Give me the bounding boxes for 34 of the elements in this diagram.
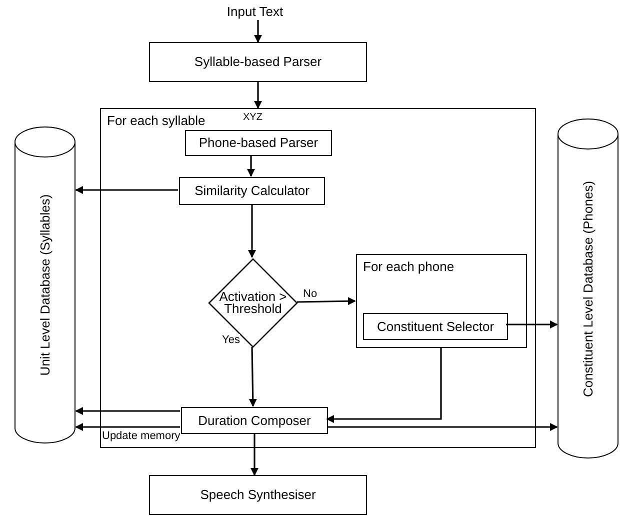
node-label: For each syllable (107, 113, 206, 128)
arrow (75, 423, 180, 431)
annotation-text: XYZ (243, 112, 262, 123)
node-label: For each phone (363, 259, 454, 274)
process-box: Syllable-based Parser (149, 42, 367, 82)
arrow (247, 155, 255, 177)
arrow (296, 297, 356, 306)
node-label: Constituent Level Database (Phones) (580, 180, 596, 397)
loop-box (356, 254, 527, 348)
database-cylinder (557, 118, 619, 459)
edge-label: Yes (222, 334, 240, 346)
arrow (248, 346, 257, 407)
arrow (75, 186, 178, 194)
arrow (250, 433, 258, 476)
process-box: Phone-based Parser (185, 130, 332, 156)
process-box: Speech Synthesiser (149, 475, 367, 515)
loop-box (100, 108, 536, 448)
input-text: Input Text (218, 2, 292, 20)
edge-label: No (303, 288, 318, 300)
process-box: Constituent Selector (363, 313, 508, 340)
arrow (506, 320, 558, 328)
database-cylinder (14, 126, 76, 444)
arrow (75, 407, 180, 415)
arrow (326, 347, 442, 423)
arrow (327, 423, 558, 431)
edge-label: Update memory (102, 430, 180, 442)
decision-diamond (208, 258, 298, 348)
arrow (248, 204, 256, 258)
arrow (254, 82, 262, 109)
process-box: Duration Composer (181, 407, 328, 434)
arrow (254, 20, 262, 43)
process-box: Similarity Calculator (179, 177, 325, 205)
node-label: Unit Level Database (Syllables) (37, 194, 52, 376)
node-label: Activation > Threshold (219, 289, 287, 316)
